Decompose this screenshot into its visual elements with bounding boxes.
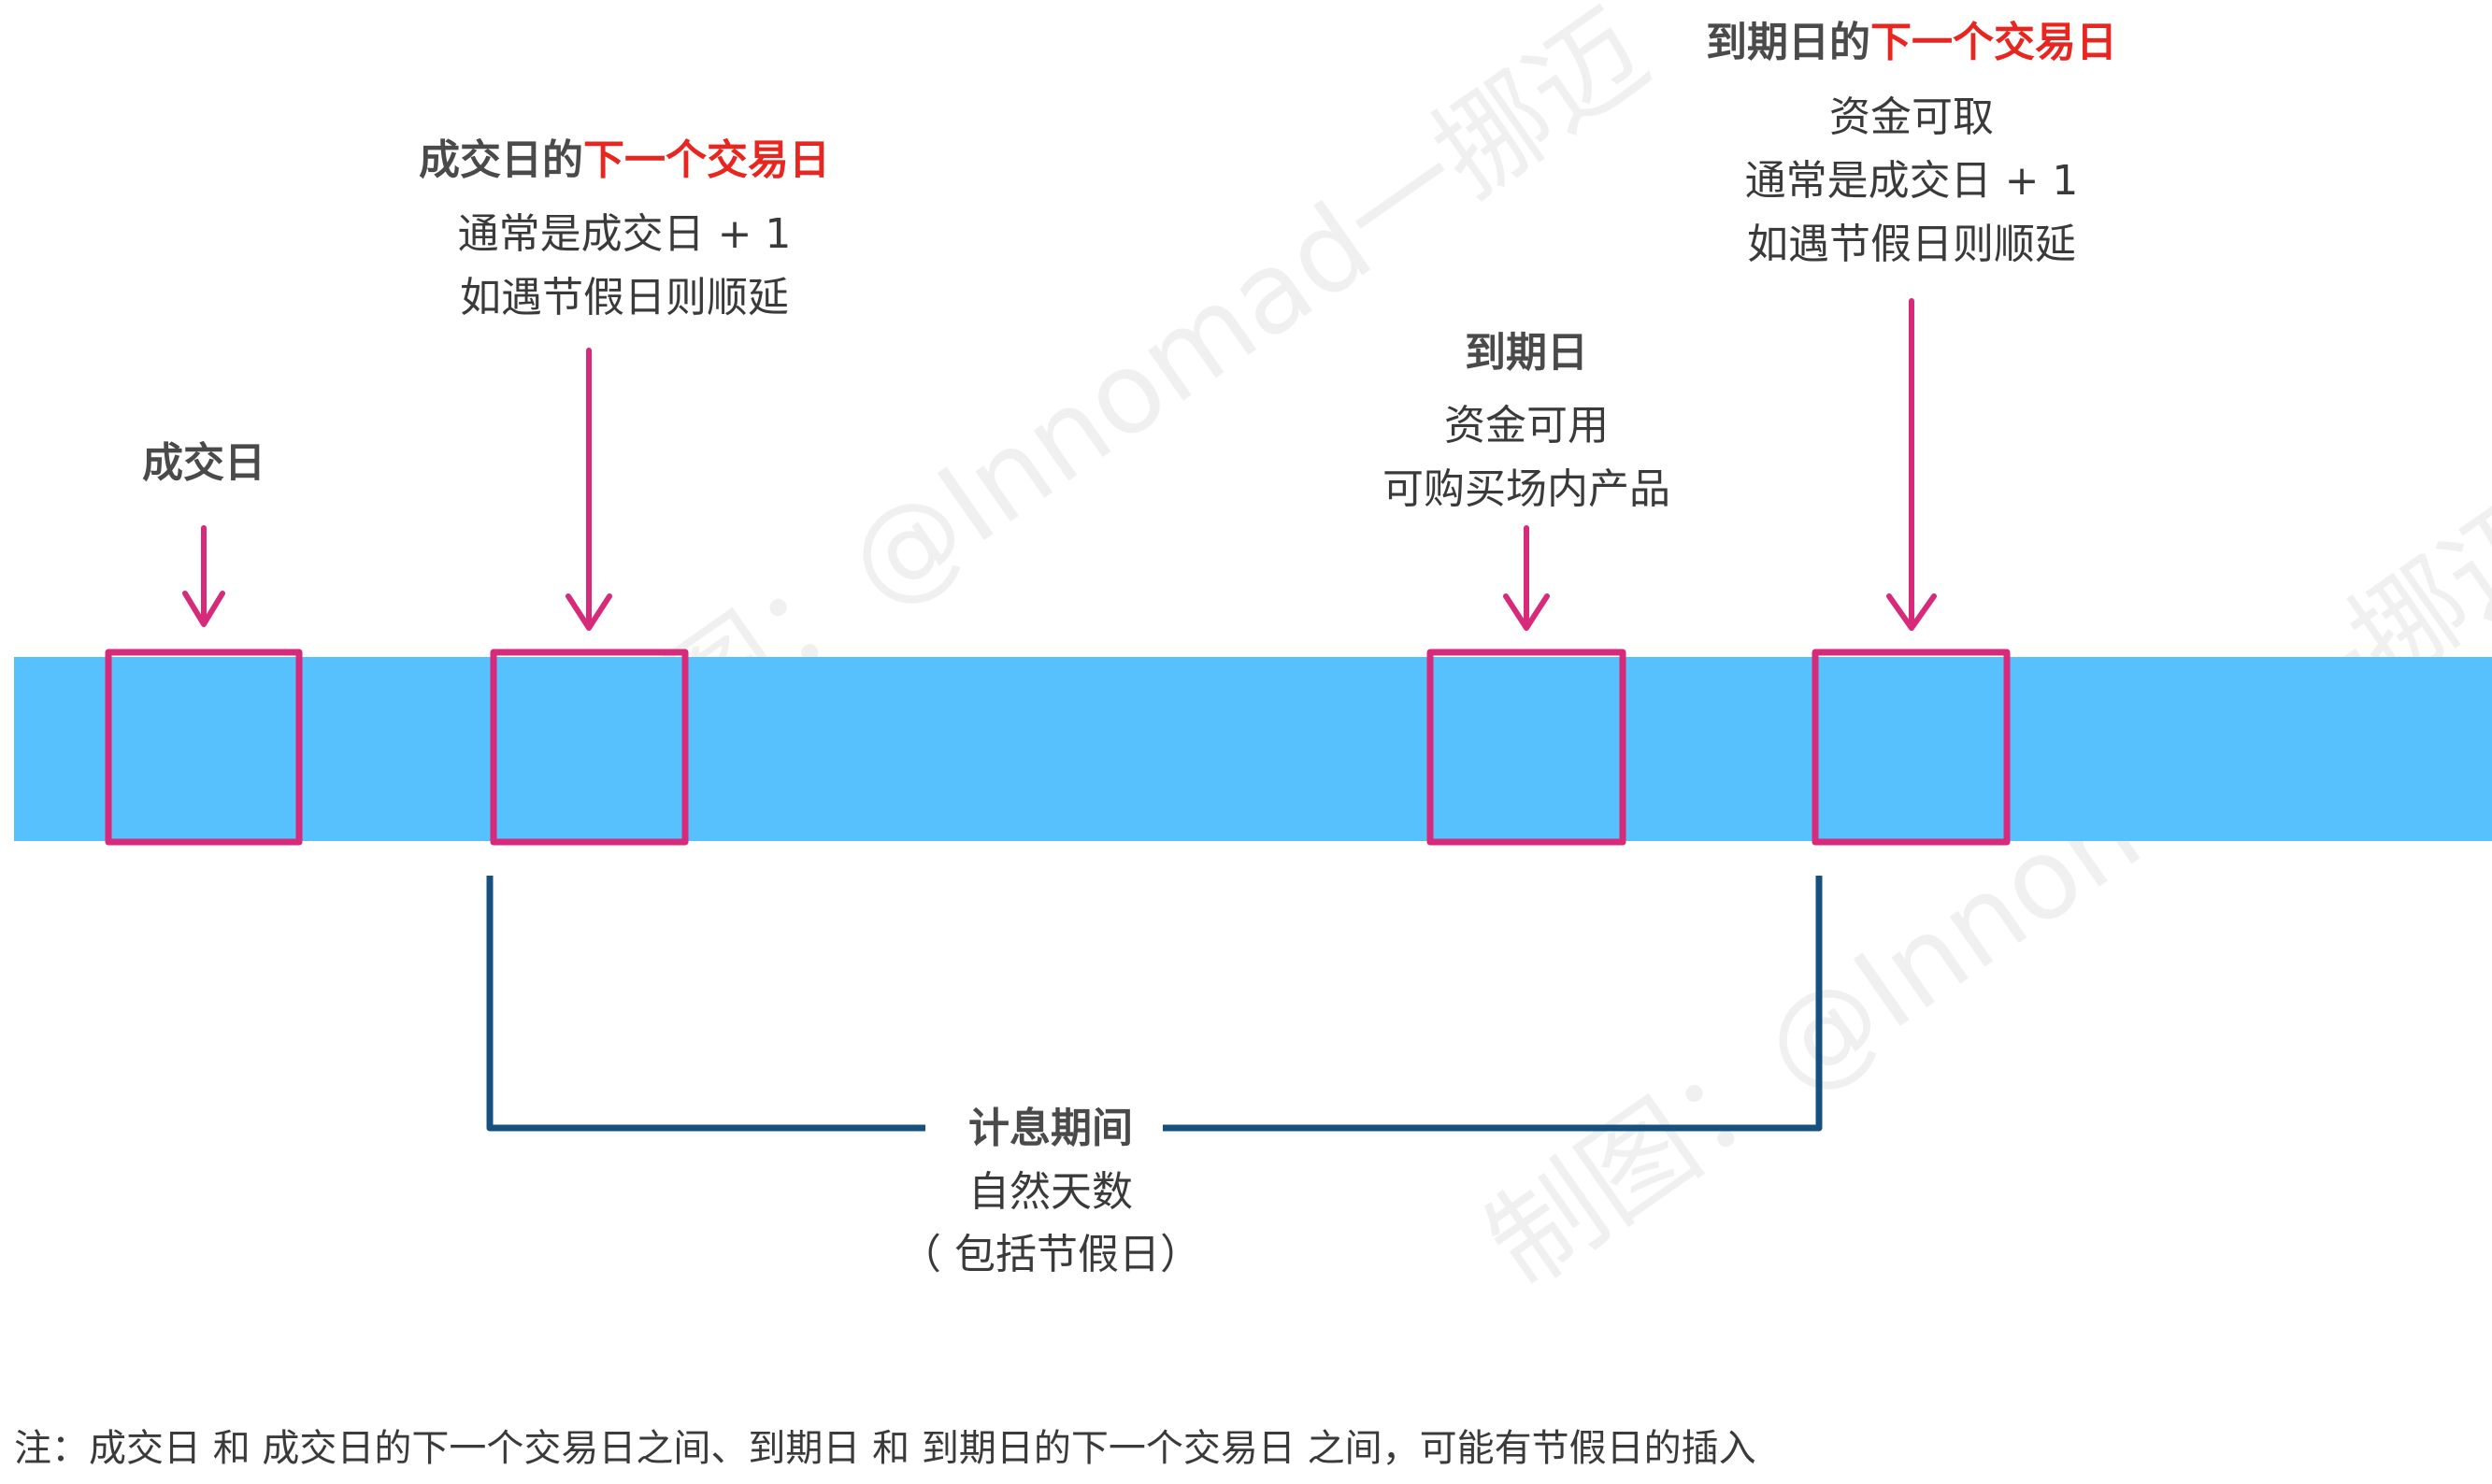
maturity-next-day-line3: 如遇节假日则顺延: [1747, 221, 2076, 268]
maturity-next-day-box: [1812, 649, 2011, 846]
interest-period-line1: 自然天数: [968, 1168, 1133, 1216]
interest-period-bracket: [486, 876, 1823, 1132]
interest-period-title: 计息期间: [968, 1105, 1133, 1152]
trade-day-arrow: [182, 525, 225, 627]
maturity-day-title: 到期日: [1465, 329, 1588, 377]
trade-next-day-box: [490, 649, 689, 846]
trade-next-day-title: 成交日的下一个交易日: [419, 136, 830, 184]
maturity-next-day-line2: 通常是成交日 + 1: [1745, 157, 2079, 205]
maturity-day-line2: 可购买场内产品: [1382, 465, 1670, 513]
interest-period-line2: （ 包括节假日）: [900, 1231, 1201, 1278]
maturity-next-day-title: 到期日的下一个交易日: [1706, 19, 2117, 66]
maturity-next-day-line1: 资金可取: [1829, 93, 1994, 141]
maturity-day-box: [1426, 649, 1626, 846]
maturity-next-day-arrow: [1886, 298, 1937, 631]
trade-next-day-arrow: [566, 348, 612, 631]
maturity-day-arrow: [1503, 525, 1550, 631]
trade-day-box: [105, 649, 303, 846]
watermark: 制图：@Innomad一挪迈: [1465, 473, 2492, 1312]
trade-day-title: 成交日: [142, 439, 265, 487]
maturity-day-line1: 资金可用: [1444, 402, 1609, 449]
footnote: 注：成交日 和 成交日的下一个交易日之间、到期日 和 到期日的下一个交易日 之间…: [14, 1427, 1756, 1470]
timeline-bar: [14, 657, 2492, 841]
trade-next-day-line2: 如遇节假日则顺延: [460, 274, 789, 321]
trade-next-day-line1: 通常是成交日 + 1: [458, 210, 792, 258]
